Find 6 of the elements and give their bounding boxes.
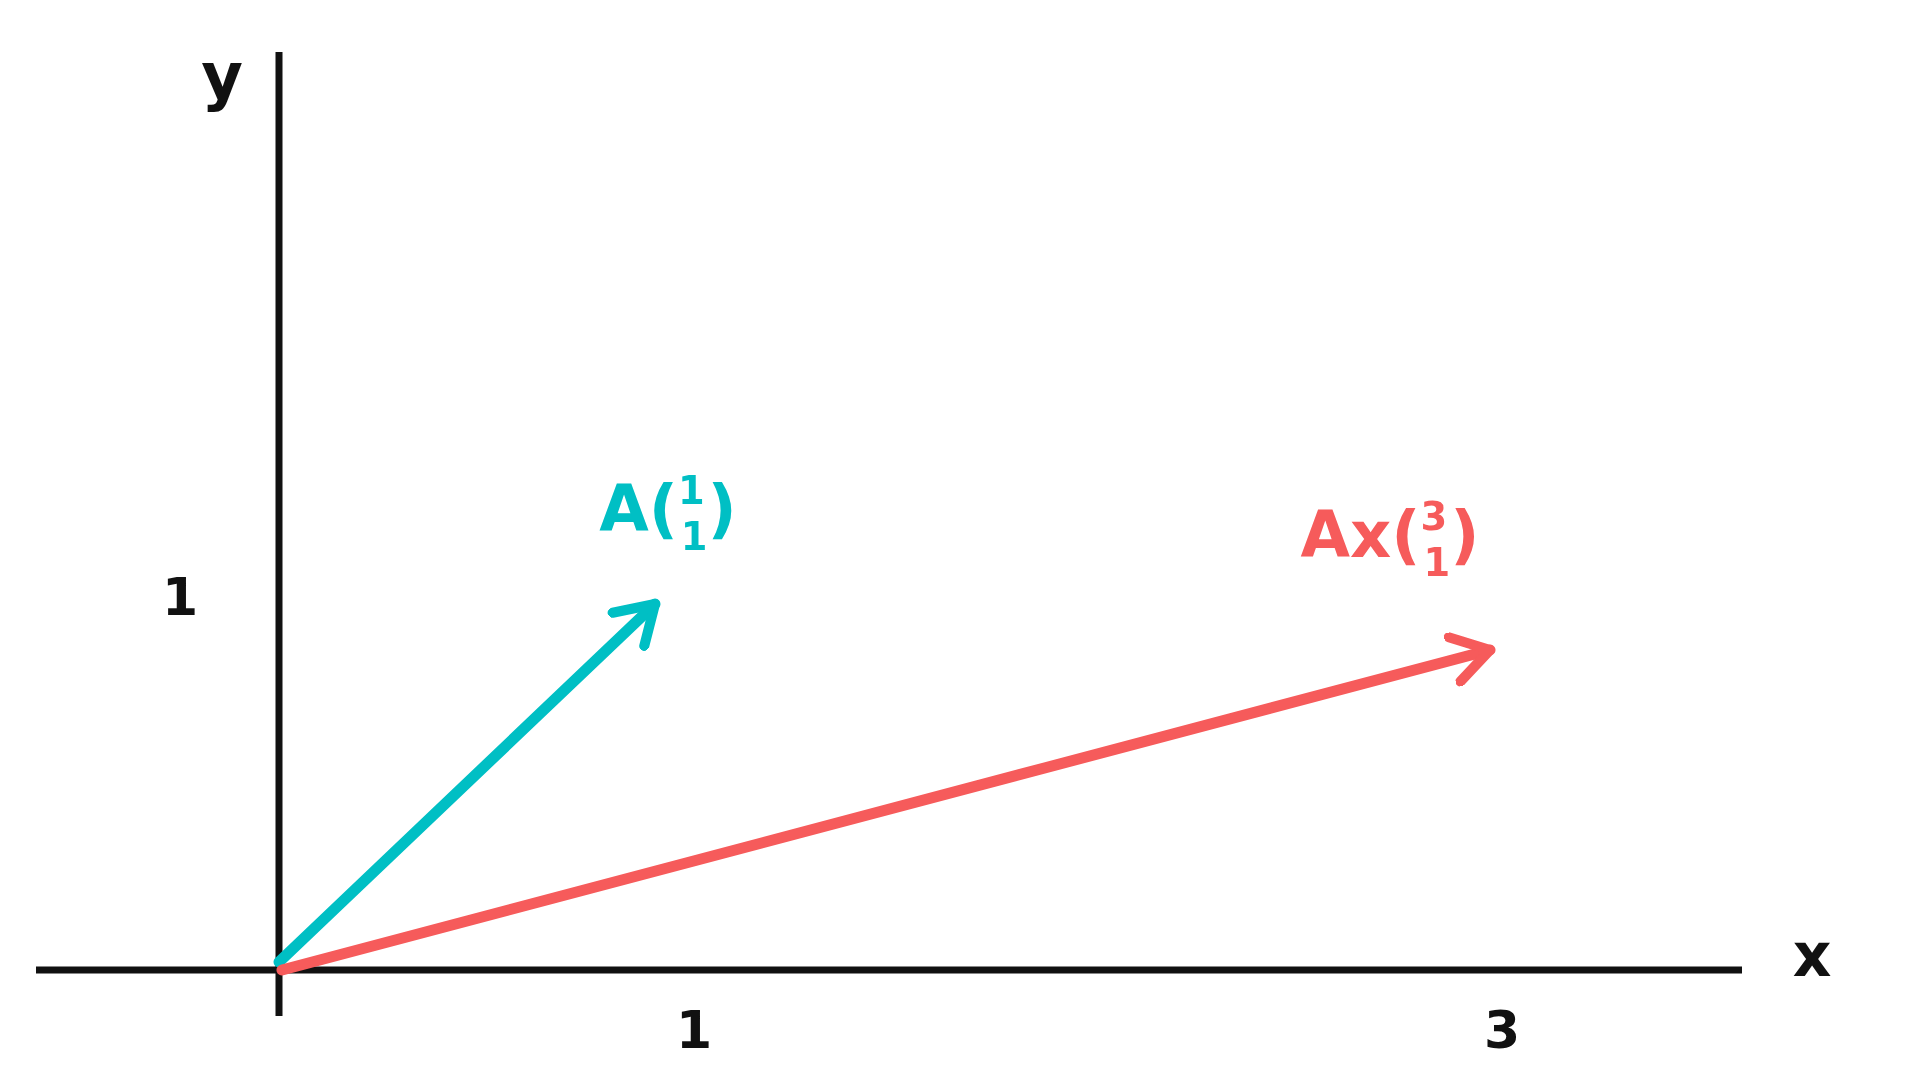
axis-label: x bbox=[1792, 925, 1832, 985]
vector-label: Ax($^{3}$$_{1}$) bbox=[1300, 497, 1480, 583]
tick-label: 3 bbox=[1483, 1004, 1521, 1056]
tick-label: 1 bbox=[161, 571, 199, 623]
vector-label: A($^{1}$$_{1}$) bbox=[599, 471, 737, 557]
tick-label: 1 bbox=[675, 1004, 713, 1056]
